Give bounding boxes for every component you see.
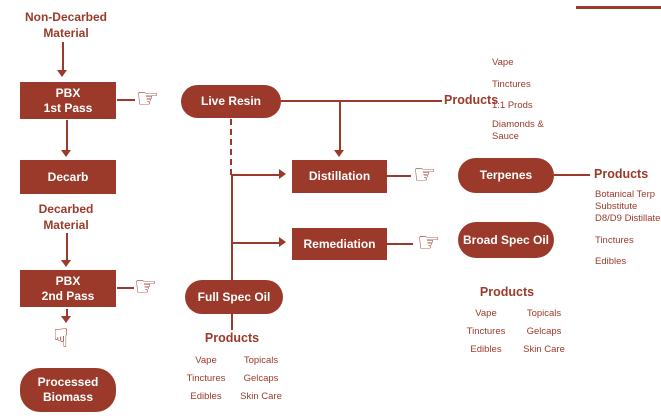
full-spec-products-heading: Products — [204, 331, 260, 345]
connector-fullspec-products — [231, 314, 233, 330]
connector-pbx1-hand — [117, 99, 135, 101]
broad-spec-oil-label: Broad Spec Oil — [462, 232, 550, 247]
pointing-hand-right-icon: ☞ — [417, 228, 441, 258]
node-pbx-1st-pass: PBX 1st Pass — [20, 82, 116, 119]
remediation-label: Remediation — [303, 236, 376, 251]
full-spec-product-item: Gelcaps — [243, 373, 279, 384]
broad-spec-product-item: Skin Care — [523, 344, 565, 355]
connector-junction-remediation — [231, 242, 279, 244]
non-decarbed-line1: Non-Decarbed — [24, 10, 107, 24]
arrowhead-junction-remediation — [279, 237, 286, 247]
live-resin-product-item: Diamonds & Sauce — [492, 119, 544, 142]
arrowhead-decarbed-pbx2 — [61, 260, 71, 267]
pointing-hand-right-icon: ☞ — [413, 160, 437, 190]
broad-spec-product-item: Gelcaps — [526, 326, 562, 337]
arrowhead-liveresin-distillation — [334, 150, 344, 157]
distillation-label: Distillation — [308, 169, 371, 183]
non-decarbed-material-label: Non-Decarbed Material — [14, 10, 118, 41]
connector-terpenes-products — [554, 174, 590, 176]
full-spec-product-item: Edibles — [190, 391, 222, 402]
decarb-label: Decarb — [47, 169, 89, 184]
connector-liveresin-junction-dashed — [230, 119, 232, 175]
live-resin-product-item: Tinctures — [492, 79, 531, 90]
live-resin-products-heading: Products — [444, 93, 499, 107]
terpenes-product-item: D8/D9 Distillate — [595, 213, 661, 224]
top-right-rule — [576, 6, 661, 9]
decarbed-material-label: Decarbed Material — [14, 202, 118, 233]
processed-biomass-line1: Processed — [37, 375, 99, 389]
arrowhead-pbx2-biomass — [61, 316, 71, 323]
connector-distillation-hand — [387, 175, 411, 177]
broad-spec-product-item: Vape — [475, 308, 497, 319]
connector-junction-distillation — [231, 174, 279, 176]
connector-liveresin-distillation — [339, 101, 341, 150]
node-pbx-2nd-pass: PBX 2nd Pass — [20, 270, 116, 307]
node-decarb: Decarb — [20, 160, 116, 194]
full-spec-product-item: Vape — [195, 355, 217, 366]
connector-decarbed-pbx2 — [66, 233, 68, 260]
node-full-spec-oil: Full Spec Oil — [185, 280, 283, 314]
arrowhead-junction-distillation — [279, 169, 286, 179]
terpenes-product-item: Edibles — [595, 256, 627, 267]
full-spec-product-item: Skin Care — [240, 391, 282, 402]
pbx2-line2: 2nd Pass — [41, 288, 95, 303]
node-remediation: Remediation — [292, 228, 387, 260]
arrowhead-pbx1-decarb — [61, 150, 71, 157]
pointing-hand-right-icon: ☞ — [134, 272, 158, 302]
full-spec-product-item: Topicals — [243, 355, 279, 366]
connector-fullspec-junction — [231, 175, 233, 280]
connector-pbx2-biomass — [66, 309, 68, 317]
connector-nondecarbed-pbx1 — [62, 42, 64, 70]
broad-spec-product-item: Edibles — [470, 344, 502, 355]
connector-remediation-hand — [387, 243, 413, 245]
terpenes-product-item: Tinctures — [595, 235, 634, 246]
connector-pbx1-decarb — [66, 120, 68, 150]
full-spec-product-item: Tinctures — [186, 373, 226, 384]
live-resin-product-item: 1:1 Prods — [492, 100, 533, 111]
broad-spec-products-heading: Products — [479, 285, 535, 299]
node-terpenes: Terpenes — [458, 158, 554, 193]
terpenes-label: Terpenes — [479, 168, 533, 182]
live-resin-label: Live Resin — [200, 94, 262, 108]
terpenes-product-item: Botanical Terp Substitute — [595, 189, 656, 212]
pbx1-line1: PBX — [55, 85, 81, 100]
decarbed-line1: Decarbed — [38, 202, 94, 216]
node-distillation: Distillation — [292, 160, 387, 193]
full-spec-oil-label: Full Spec Oil — [197, 289, 271, 304]
arrowhead-nondecarbed-pbx1 — [57, 70, 67, 77]
pointing-hand-right-icon: ☞ — [136, 84, 160, 114]
broad-spec-product-item: Tinctures — [466, 326, 506, 337]
decarbed-line2: Material — [43, 217, 89, 232]
pbx2-line1: PBX — [55, 273, 81, 288]
terpenes-products-heading: Products — [594, 167, 649, 181]
connector-liveresin-products — [281, 100, 442, 102]
broad-spec-product-item: Topicals — [526, 308, 562, 319]
pointing-hand-down-icon: ☟ — [53, 324, 69, 354]
pbx1-line2: 1st Pass — [43, 100, 93, 115]
connector-pbx2-hand — [117, 287, 134, 289]
node-processed-biomass: Processed Biomass — [20, 368, 116, 412]
node-broad-spec-oil: Broad Spec Oil — [458, 222, 554, 258]
processed-biomass-line2: Biomass — [42, 390, 94, 404]
node-live-resin: Live Resin — [181, 85, 281, 118]
non-decarbed-line2: Material — [43, 25, 89, 40]
live-resin-product-item: Vape — [492, 57, 514, 68]
